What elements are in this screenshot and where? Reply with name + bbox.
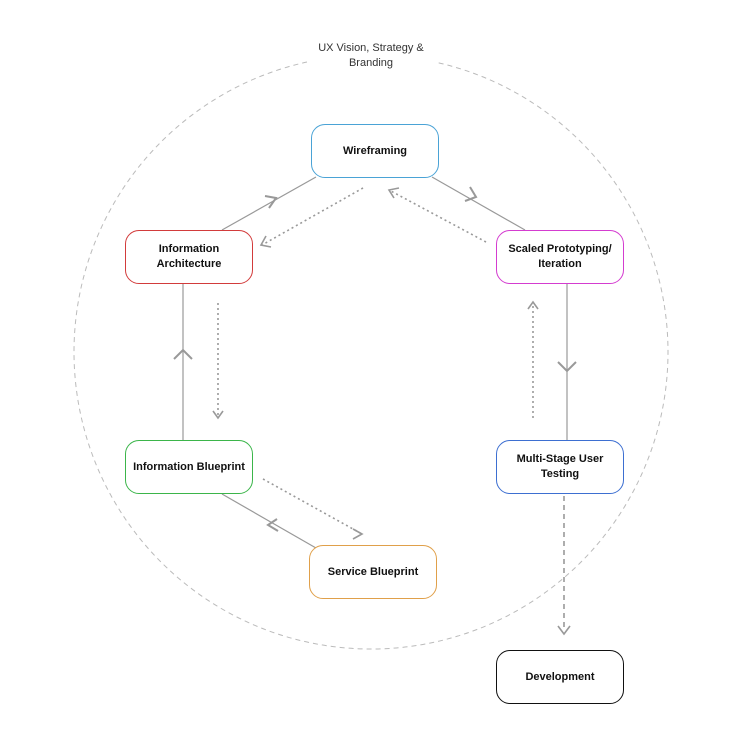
arrowhead-dotted-to-spi	[527, 300, 539, 310]
arrowhead-dotted-to-ia	[259, 235, 272, 248]
circle-label-line-2: Branding	[348, 57, 394, 69]
arrowhead-dashed-to-development	[557, 625, 571, 636]
arrowhead-dotted-to-ib	[212, 410, 224, 420]
scope-circle	[73, 61, 669, 650]
node-development-label: Development	[525, 670, 595, 683]
node-information-architecture[interactable]: Information Architecture	[125, 230, 253, 284]
connector-sb-ib	[221, 493, 317, 549]
connector-ia-wireframing	[221, 176, 317, 231]
node-information-blueprint[interactable]: Information Blueprint	[125, 440, 253, 494]
connector-wireframing-spi	[431, 176, 526, 231]
node-information-architecture-label: Information Architecture	[156, 243, 222, 270]
dotted-spi-to-wireframing	[388, 189, 487, 243]
dotted-wireframing-to-ia	[261, 187, 364, 246]
circle-label-line-1: UX Vision, Strategy &	[318, 42, 424, 54]
arrowhead-dotted-to-sb	[352, 528, 364, 540]
node-scaled-prototyping-label-1: Scaled Prototyping/	[508, 243, 612, 255]
node-scaled-prototyping-label-2: Iteration	[538, 258, 582, 270]
node-wireframing[interactable]: Wireframing	[311, 124, 439, 178]
node-scaled-prototyping[interactable]: Scaled Prototyping/ Iteration	[496, 230, 624, 284]
node-wireframing-label: Wireframing	[342, 144, 408, 157]
arrowhead-dotted-to-wireframing	[387, 187, 400, 199]
circle-label: UX Vision, Strategy & Branding	[296, 41, 446, 71]
dotted-ib-to-sb	[262, 478, 363, 535]
node-multi-stage-user-testing-label: Multi-Stage User Testing	[516, 453, 604, 480]
node-development[interactable]: Development	[496, 650, 624, 704]
arrowhead-to-wireframing	[264, 195, 278, 209]
node-service-blueprint-label: Service Blueprint	[327, 565, 419, 578]
arrowhead-to-spi	[464, 186, 478, 202]
node-service-blueprint[interactable]: Service Blueprint	[309, 545, 437, 599]
arrowhead-to-ib	[266, 518, 279, 532]
arrowhead-to-ia	[173, 348, 193, 360]
node-information-blueprint-label: Information Blueprint	[133, 460, 245, 473]
node-multi-stage-user-testing[interactable]: Multi-Stage User Testing	[496, 440, 624, 494]
arrowhead-to-msut	[557, 361, 577, 373]
